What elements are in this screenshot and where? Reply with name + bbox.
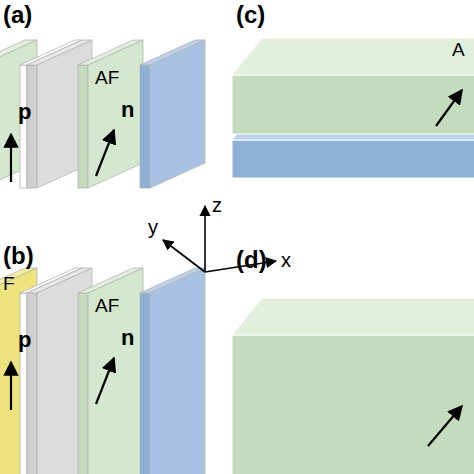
vector-name: n (121, 98, 134, 122)
grey-layer-front (27, 65, 37, 188)
vector-name: p (18, 328, 31, 352)
panel-letter: (d) (236, 247, 267, 273)
vector-name: p (18, 100, 31, 124)
n-vector (428, 406, 462, 446)
af-layer-front (78, 293, 88, 474)
af-layer-side (88, 268, 143, 474)
af-layer-side (88, 40, 143, 188)
layer-name: A (452, 40, 465, 61)
panel-b-vectors (11, 358, 114, 410)
panel-d-slab (232, 298, 474, 474)
z-axis (204, 206, 206, 272)
p-vector (10, 134, 12, 182)
panel-letter: (b) (3, 243, 34, 269)
panel-letter: (c) (236, 2, 265, 28)
axis-name: x (281, 249, 291, 271)
axis-name: z (212, 194, 222, 216)
panel-letter: (a) (3, 2, 32, 28)
green-slab-front (232, 75, 474, 134)
blue-layer-front (140, 65, 150, 188)
green-slab-top (232, 298, 474, 335)
blue-layer-side (150, 40, 205, 188)
blue-layer-side (150, 268, 205, 474)
n-vector (96, 130, 114, 176)
af-layer-front (78, 65, 88, 188)
layer-name: AF (95, 296, 119, 317)
panel-a-vectors (11, 130, 114, 182)
spacer-front (20, 65, 27, 188)
panel-c-bilayer (232, 38, 474, 178)
panel-a-stack (0, 40, 205, 188)
blue-layer-front (140, 293, 150, 474)
n-vector (436, 90, 462, 126)
green-slab-top (232, 38, 474, 75)
layer-name: AF (95, 68, 119, 89)
blue-slab-front (232, 140, 474, 178)
layer-name: F (3, 274, 15, 295)
vector-name: n (121, 326, 134, 350)
grey-layer-front (27, 293, 37, 474)
y-axis (163, 240, 205, 272)
green-slab-front (232, 335, 474, 474)
p-vector (10, 362, 12, 410)
n-vector (96, 358, 114, 404)
panel-b-stack (0, 268, 205, 474)
spacer-front (20, 293, 27, 474)
axis-name: y (148, 216, 158, 238)
